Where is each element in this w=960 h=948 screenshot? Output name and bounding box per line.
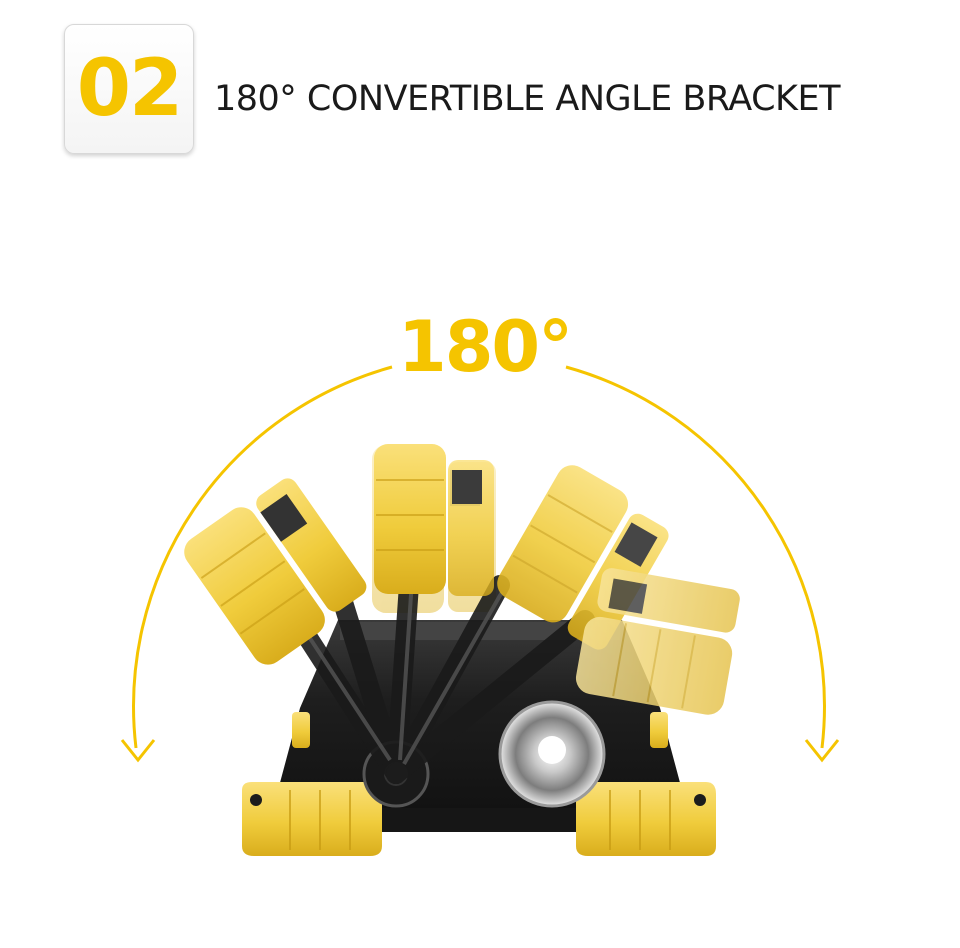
arrow-down-icon (120, 739, 156, 763)
rotation-arc-icon (132, 365, 826, 749)
work-light-icon (184, 444, 740, 856)
feature-headline: 180° CONVERTIBLE ANGLE BRACKET (214, 79, 841, 119)
angle-label: 180° (398, 306, 573, 388)
step-number: 02 (76, 44, 184, 134)
arrow-down-icon (804, 739, 840, 763)
step-number-badge: 02 (64, 24, 194, 154)
